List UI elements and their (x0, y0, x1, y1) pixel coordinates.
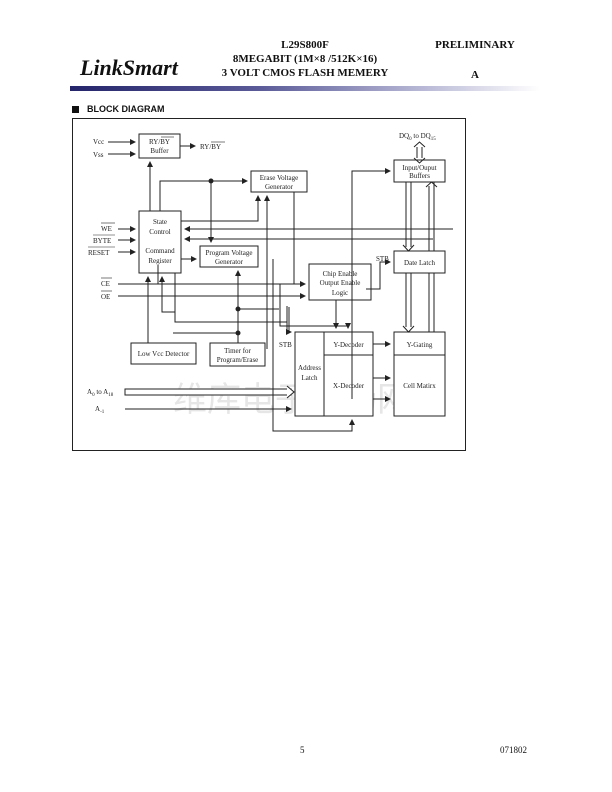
part-number: L29S800F (281, 39, 329, 51)
watermark: 维库电子市场网 (173, 380, 411, 420)
block-diagram: 维库电子市场网 (72, 118, 466, 451)
ryby-buffer-label-2: Buffer (150, 147, 169, 155)
timer-label-2: Program/Erase (217, 356, 259, 364)
io-label-1: Input/Ouput (402, 164, 436, 172)
document-date: 071802 (500, 745, 527, 755)
density: 8MEGABIT (1M×8 /512K×16) (232, 53, 378, 65)
label-reset: RESET (88, 249, 110, 257)
state-control-block (138, 210, 182, 274)
status-label: PRELIMINARY (435, 39, 515, 51)
program-voltage-generator-block (199, 245, 259, 268)
address-latch-label-1: Address (298, 364, 321, 372)
label-ce: CE (101, 280, 110, 288)
section-title: BLOCK DIAGRAM (72, 104, 165, 114)
label-vcc: Vcc (93, 138, 104, 146)
ryby-buffer-block (138, 133, 181, 159)
address-latch-label-2: Latch (302, 374, 318, 382)
io-label-2: Buffers (409, 172, 430, 180)
header-status-block: PRELIMINARY A (430, 38, 520, 82)
timer-label-1: Timer for (224, 347, 251, 355)
ce-label-2: Output Enable (320, 279, 361, 287)
cmd-label-2: Register (148, 257, 172, 265)
date-latch-label: Date Latch (404, 259, 435, 267)
y-decoder-label: Y-Decoder (333, 341, 364, 349)
low-vcc-detector-block (130, 342, 197, 365)
erase-label-1: Erase Voltage (260, 174, 298, 182)
x-decoder-label: X-Decoder (333, 382, 365, 390)
ce-label-1: Chip Enable (323, 270, 358, 278)
bullet-square-icon (72, 106, 79, 113)
label-oe: OE (101, 293, 110, 301)
cmd-label-1: Command (145, 247, 175, 255)
address-decoder-block (294, 331, 374, 417)
label-dq-bus: DQ0 to DQ15 (399, 132, 436, 142)
ce-label-3: Logic (332, 289, 348, 297)
erase-voltage-generator-block (250, 170, 308, 193)
prog-label-1: Program Voltage (206, 249, 253, 257)
description: 3 VOLT CMOS FLASH MEMERY (221, 67, 389, 79)
io-buffers-block (393, 159, 446, 183)
label-ryby-out: RY/BY (200, 143, 221, 151)
label-byte: BYTE (93, 237, 111, 245)
cell-matrix-block (393, 331, 446, 417)
revision-label: A (471, 69, 479, 81)
y-gating-label: Y-Gating (407, 341, 433, 349)
label-we: WE (101, 225, 112, 233)
cell-matrix-label: Cell Matirx (403, 382, 436, 390)
block-diagram-svg: 维库电子市场网 (87, 132, 453, 432)
prog-label-2: Generator (215, 258, 244, 266)
page-number: 5 (300, 745, 305, 755)
header-gradient-bar (70, 86, 540, 91)
low-vcc-label: Low Vcc Detector (138, 350, 190, 358)
state-label-2: Control (149, 228, 170, 236)
company-logo: LinkSmart (80, 55, 178, 80)
chip-enable-logic-block (308, 263, 372, 301)
section-title-text: BLOCK DIAGRAM (87, 104, 165, 114)
label-vss: Vss (93, 151, 104, 159)
header-title-block: L29S800F 8MEGABIT (1M×8 /512K×16) 3 VOLT… (200, 38, 410, 80)
label-stb-datelatch: STB (376, 255, 389, 263)
date-latch-block (393, 250, 446, 274)
label-stb-address: STB (279, 341, 292, 349)
label-a-minus-1: A-1 (95, 405, 105, 415)
label-address-bus: A0 to A18 (87, 388, 114, 398)
erase-label-2: Generator (265, 183, 294, 191)
state-label-1: State (153, 218, 167, 226)
ryby-buffer-label-1: RY/BY (149, 138, 170, 146)
